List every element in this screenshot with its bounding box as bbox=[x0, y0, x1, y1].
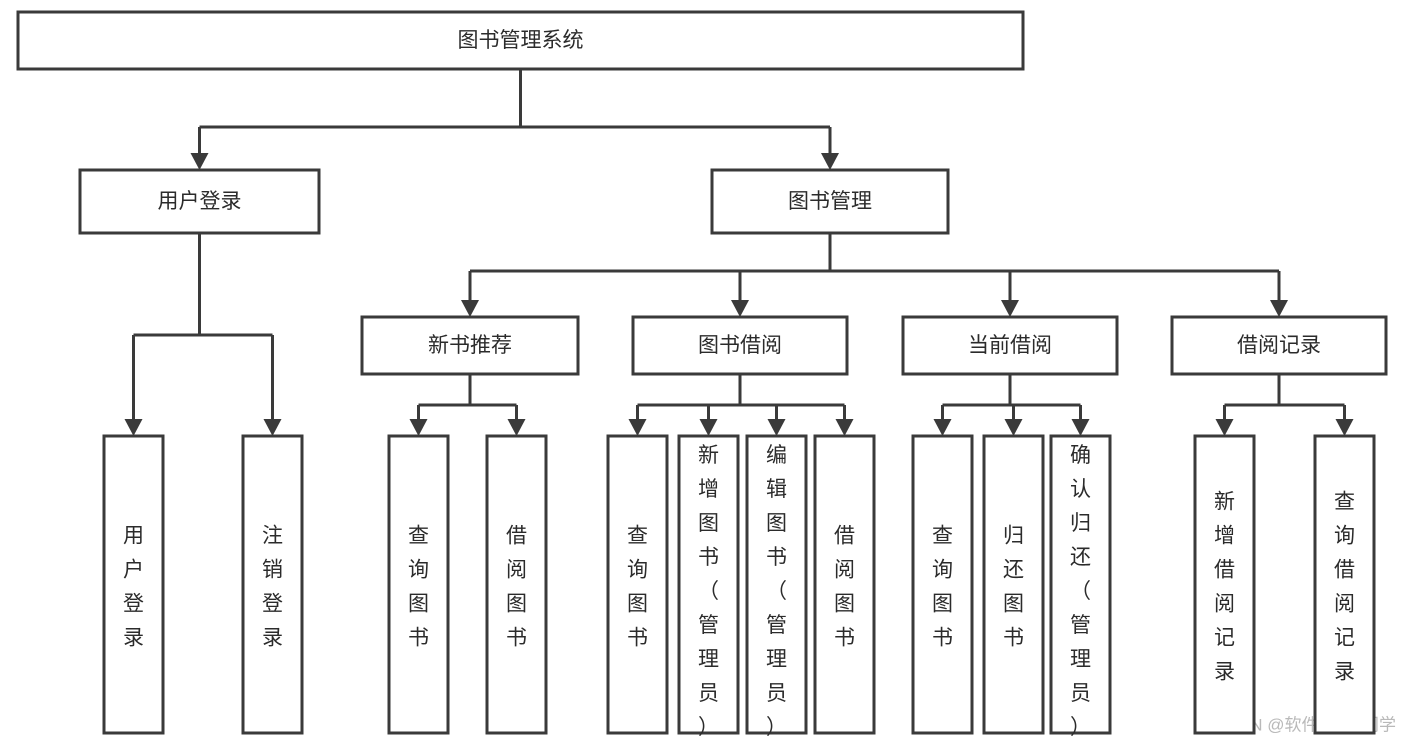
connectors-layer bbox=[124, 69, 1354, 436]
node-label-vertical: 新增借阅记录 bbox=[1214, 490, 1235, 683]
arrow-head-icon bbox=[507, 419, 526, 436]
node-label: 图书借阅 bbox=[698, 334, 782, 357]
arrow-head-icon bbox=[1215, 419, 1234, 436]
node-label-vertical: 查询借阅记录 bbox=[1334, 490, 1355, 683]
arrow-head-icon bbox=[933, 419, 952, 436]
node-leaf-return-book[interactable]: 归还图书 bbox=[982, 434, 1045, 735]
node-book-manage[interactable]: 图书管理 bbox=[710, 168, 950, 235]
node-label: 新书推荐 bbox=[428, 334, 512, 357]
node-label: 借阅记录 bbox=[1237, 334, 1321, 357]
node-leaf-add-book[interactable]: 新增图书（管理员） bbox=[677, 434, 740, 739]
node-label-vertical: 借阅图书 bbox=[506, 524, 527, 649]
node-user-login[interactable]: 用户登录 bbox=[78, 168, 321, 235]
node-label-vertical: 查询图书 bbox=[627, 524, 648, 649]
node-label: 当前借阅 bbox=[968, 334, 1052, 357]
node-label-vertical: 编辑图书（管理员） bbox=[766, 444, 787, 739]
node-label-vertical: 归还图书 bbox=[1003, 524, 1024, 649]
node-leaf-user-login[interactable]: 用户登录 bbox=[102, 434, 165, 735]
arrow-head-icon bbox=[1335, 419, 1354, 436]
node-leaf-edit-book[interactable]: 编辑图书（管理员） bbox=[745, 434, 808, 739]
nodes-layer: 图书管理系统用户登录图书管理新书推荐图书借阅当前借阅借阅记录用户登录注销登录查询… bbox=[16, 10, 1388, 739]
node-leaf-query-book-3[interactable]: 查询图书 bbox=[911, 434, 974, 735]
arrow-head-icon bbox=[699, 419, 718, 436]
arrow-head-icon bbox=[1004, 419, 1023, 436]
node-leaf-add-record[interactable]: 新增借阅记录 bbox=[1193, 434, 1256, 735]
arrow-head-icon bbox=[190, 153, 209, 170]
arrow-head-icon bbox=[461, 300, 479, 317]
node-label: 用户登录 bbox=[158, 190, 242, 213]
node-new-book-recommend[interactable]: 新书推荐 bbox=[360, 315, 580, 376]
node-label: 图书管理 bbox=[788, 190, 872, 213]
arrow-head-icon bbox=[628, 419, 647, 436]
arrow-head-icon bbox=[835, 419, 854, 436]
node-label: 图书管理系统 bbox=[458, 29, 584, 52]
node-label-vertical: 借阅图书 bbox=[834, 524, 855, 649]
node-leaf-borrow-book-2[interactable]: 借阅图书 bbox=[813, 434, 876, 735]
node-leaf-query-record[interactable]: 查询借阅记录 bbox=[1313, 434, 1376, 735]
node-leaf-borrow-book-1[interactable]: 借阅图书 bbox=[485, 434, 548, 735]
node-label-vertical: 查询图书 bbox=[932, 524, 953, 649]
node-label-vertical: 用户登录 bbox=[123, 524, 144, 649]
node-leaf-query-book-1[interactable]: 查询图书 bbox=[387, 434, 450, 735]
arrow-head-icon bbox=[731, 300, 749, 317]
node-root-book-management-system[interactable]: 图书管理系统 bbox=[16, 10, 1025, 71]
arrow-head-icon bbox=[1270, 300, 1288, 317]
arrow-head-icon bbox=[1071, 419, 1090, 436]
arrow-head-icon bbox=[124, 419, 143, 436]
node-current-borrow[interactable]: 当前借阅 bbox=[901, 315, 1119, 376]
arrow-head-icon bbox=[1001, 300, 1019, 317]
node-label-vertical: 确认归还（管理员） bbox=[1070, 444, 1091, 739]
arrow-head-icon bbox=[821, 153, 839, 170]
arrow-head-icon bbox=[409, 419, 428, 436]
arrow-head-icon bbox=[263, 419, 282, 436]
node-label-vertical: 查询图书 bbox=[408, 524, 429, 649]
node-leaf-confirm-return[interactable]: 确认归还（管理员） bbox=[1049, 434, 1112, 739]
arrow-head-icon bbox=[767, 419, 786, 436]
node-label-vertical: 注销登录 bbox=[262, 524, 283, 649]
node-leaf-query-book-2[interactable]: 查询图书 bbox=[606, 434, 669, 735]
node-borrow-record[interactable]: 借阅记录 bbox=[1170, 315, 1388, 376]
node-leaf-user-logout[interactable]: 注销登录 bbox=[241, 434, 304, 735]
node-label-vertical: 新增图书（管理员） bbox=[698, 444, 719, 739]
node-book-borrow[interactable]: 图书借阅 bbox=[631, 315, 849, 376]
